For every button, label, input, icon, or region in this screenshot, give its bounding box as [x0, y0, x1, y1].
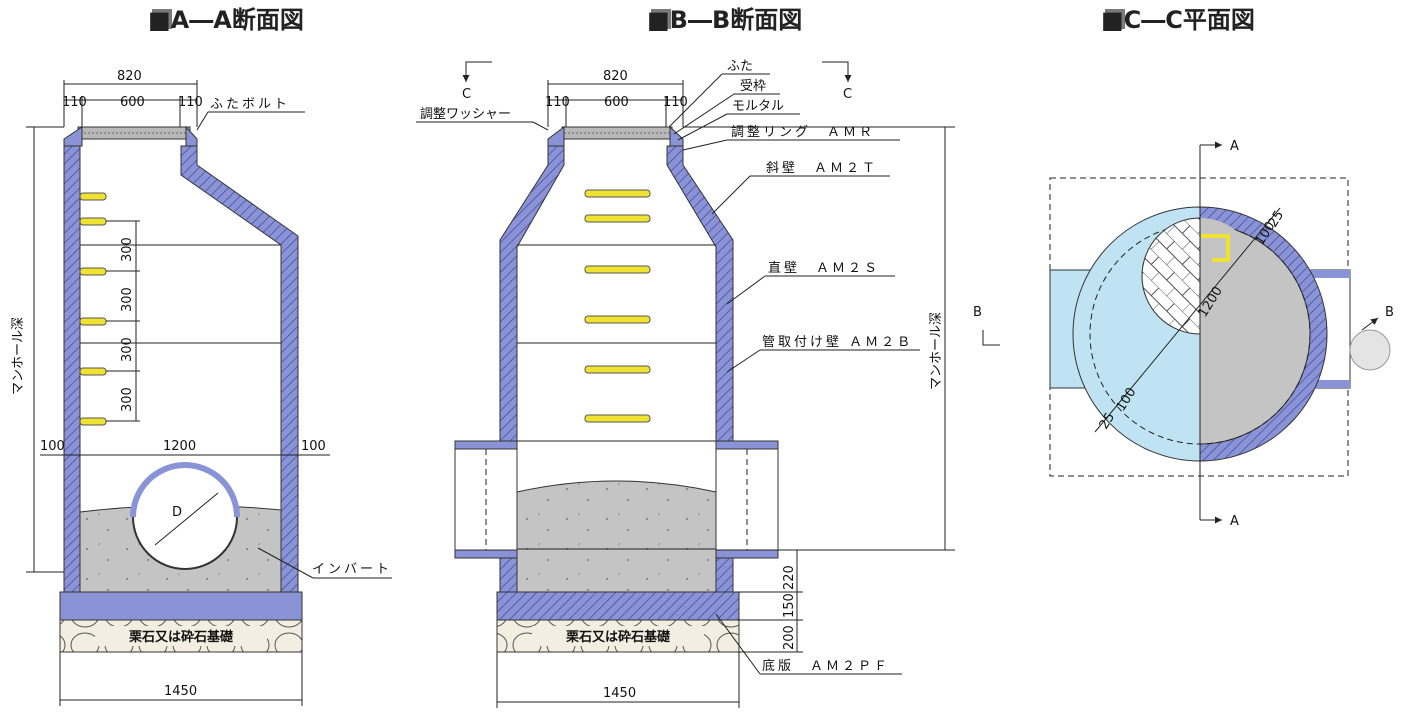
aa-dim-110: 110	[62, 95, 87, 110]
bb-label-slope-wall: 斜壁 ＡＭ２Ｔ	[766, 161, 878, 176]
bb-section-c-right: C	[843, 87, 852, 102]
title-aa: ■A―A断面図	[148, 6, 304, 34]
aa-dim-300: 300	[120, 337, 135, 362]
bb-dim-820: 820	[603, 69, 628, 84]
aa-dim-300: 300	[120, 237, 135, 262]
bb-section-c-left: C	[462, 87, 471, 102]
aa-pipe-diameter: D	[172, 505, 182, 520]
bb-label-adj-ring: 調整リング ＡＭＲ	[731, 125, 875, 140]
cc-ladder-rung	[1201, 234, 1230, 262]
cc-section-b-right: B	[1385, 305, 1394, 320]
aa-dim-100: 100	[301, 439, 326, 454]
title-cc: ■C―C平面図	[1101, 6, 1255, 34]
section-cc: A A B B 1200 100 25 100 25	[973, 139, 1394, 529]
cc-section-a-bottom: A	[1230, 514, 1239, 529]
bb-dim-110: 110	[663, 95, 688, 110]
cc-dim-25: 25	[1097, 410, 1118, 432]
bb-label-depth: マンホール深	[929, 312, 944, 390]
bb-invert	[516, 480, 717, 597]
aa-label-depth: マンホール深	[11, 317, 26, 395]
bb-dim-150: 150	[782, 593, 797, 618]
aa-base-slab	[59, 591, 303, 621]
bb-dim-200: 200	[782, 625, 797, 650]
aa-ladder	[79, 192, 107, 426]
aa-label-invert: インバート	[312, 562, 392, 577]
bb-label-straight-wall: 直壁 ＡＭ２Ｓ	[768, 261, 880, 276]
bb-label-base-slab: 底版 ＡＭ２ＰＦ	[762, 658, 890, 674]
cc-section-a-top: A	[1230, 139, 1239, 154]
section-aa: D 300 300 300 300 栗石又は砕石基礎	[11, 69, 392, 706]
aa-dim-600: 600	[120, 95, 145, 110]
bb-label-adj-washer: 調整ワッシャー	[420, 107, 511, 122]
bb-foundation-label: 栗石又は砕石基礎	[566, 629, 671, 645]
section-bb: 栗石又は砕石基礎 820 110 600 110 C C ふた 受枠 モルタル …	[416, 59, 955, 708]
bb-dim-110: 110	[545, 95, 570, 110]
aa-label-lid-bolt: ふたボルト	[210, 97, 290, 112]
bb-label-lid: ふた	[727, 59, 753, 74]
title-square-icon	[152, 9, 172, 29]
aa-dim-110: 110	[178, 95, 203, 110]
cc-ball-marker	[1349, 329, 1391, 371]
title-bb: ■B―B断面図	[647, 6, 802, 34]
aa-dim-820: 820	[117, 69, 142, 84]
title-square-icon	[1105, 9, 1125, 29]
bb-dim-220: 220	[782, 565, 797, 590]
bb-label-pipe-wall: 管取付け壁 ＡＭ２Ｂ	[762, 335, 913, 350]
aa-dim-100: 100	[40, 439, 65, 454]
bb-dim-1450: 1450	[603, 686, 636, 701]
cc-dim-25: 25	[1266, 208, 1287, 230]
aa-dim-300: 300	[120, 287, 135, 312]
aa-foundation-label: 栗石又は砕石基礎	[129, 629, 234, 645]
bb-base-slab	[496, 591, 740, 621]
bb-dim-600: 600	[604, 95, 629, 110]
title-square-icon	[651, 9, 671, 29]
titles: ■A―A断面図 ■B―B断面図 ■C―C平面図	[148, 6, 1255, 34]
cc-section-b-left: B	[973, 305, 982, 320]
aa-dim-300: 300	[120, 387, 135, 412]
aa-left-wall	[63, 145, 81, 597]
aa-dim-1200: 1200	[163, 439, 196, 454]
bb-label-mortar: モルタル	[732, 99, 784, 114]
bb-label-frame: 受枠	[740, 79, 766, 94]
aa-dim-1450: 1450	[164, 684, 197, 699]
bb-ladder	[584, 189, 651, 423]
